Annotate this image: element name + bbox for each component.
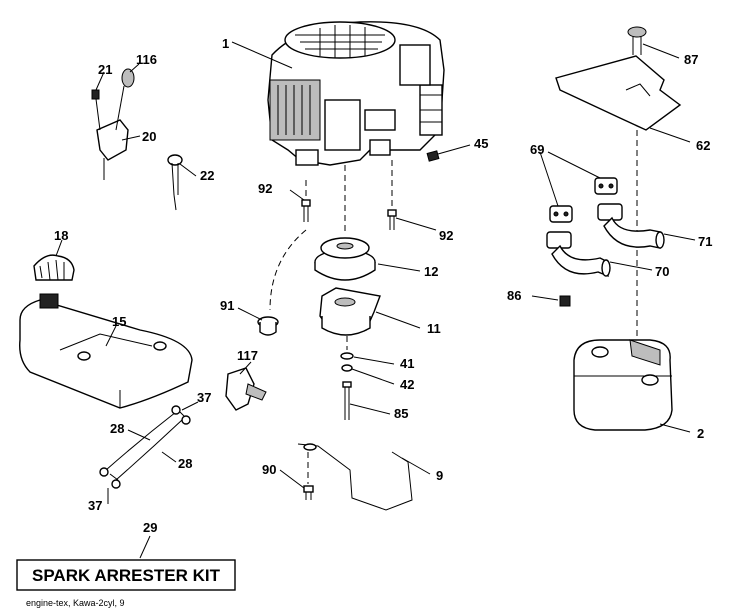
bolt-part-85: [342, 381, 352, 420]
leader-lines: [55, 41, 696, 559]
callout-62: 62: [696, 138, 710, 153]
callout-12: 12: [424, 264, 438, 279]
throttle-rod-part-9: [297, 443, 413, 511]
callout-90: 90: [262, 462, 276, 477]
bolt-part-87: [627, 26, 647, 340]
callout-85: 85: [394, 406, 408, 421]
callout-22: 22: [200, 168, 214, 183]
callout-37-top: 37: [197, 390, 211, 405]
bolt-part-92-right: [387, 209, 397, 230]
callout-28-right: 28: [178, 456, 192, 471]
callout-1: 1: [222, 36, 229, 51]
callout-42: 42: [400, 377, 414, 392]
exhaust-pipe-part-71: [597, 203, 665, 249]
callout-37-bottom: 37: [88, 498, 102, 513]
engine-part-1: [267, 21, 445, 166]
spark-arrester-kit-box: SPARK ARRESTER KIT: [16, 559, 236, 591]
pulley-part-12: [314, 237, 376, 281]
throttle-control-part-20: [91, 68, 135, 180]
callout-2: 2: [697, 426, 704, 441]
callout-9: 9: [436, 468, 443, 483]
bolt-part-92-left: [301, 199, 311, 222]
callout-91: 91: [220, 298, 234, 313]
callout-45: 45: [474, 136, 488, 151]
fuel-valve-part-117: [225, 367, 267, 411]
gasket-part-69: [549, 177, 618, 223]
fuel-cap-part-18: [33, 254, 75, 281]
bolt-part-90: [303, 485, 314, 500]
callout-15: 15: [112, 314, 126, 329]
muffler-part-2: [573, 339, 673, 431]
callout-69: 69: [530, 142, 544, 157]
callout-21: 21: [98, 62, 112, 77]
callout-29: 29: [143, 520, 157, 535]
callout-11: 11: [427, 321, 441, 336]
clutch-part-11: [319, 287, 381, 336]
callout-20: 20: [142, 129, 156, 144]
callout-116: 116: [136, 52, 157, 67]
clamp-part-37: [99, 405, 191, 489]
callout-117: 117: [237, 348, 258, 363]
fuel-tank-part-15: [19, 293, 193, 409]
callout-86: 86: [507, 288, 521, 303]
exhaust-pipe-part-70: [546, 231, 611, 278]
fuel-line-part-28: [105, 411, 187, 481]
nut-part-86: [531, 295, 571, 307]
callout-87: 87: [684, 52, 698, 67]
spark-arrester-kit-label: SPARK ARRESTER KIT: [32, 566, 221, 585]
callout-92-right: 92: [439, 228, 453, 243]
washer-part-42: [341, 364, 353, 372]
spacer-part-91: [257, 316, 279, 336]
bolt-part-45: [426, 144, 471, 162]
bolt-part-22: [167, 154, 183, 211]
callout-71: 71: [698, 234, 712, 249]
washer-part-41: [340, 352, 354, 360]
callout-41: 41: [400, 356, 414, 371]
callout-92-left: 92: [258, 181, 272, 196]
callout-28-left: 28: [110, 421, 124, 436]
callout-70: 70: [655, 264, 669, 279]
callout-18: 18: [54, 228, 68, 243]
diagram-caption: engine-tex, Kawa-2cyl, 9: [26, 598, 125, 608]
heat-shield-part-62: [555, 55, 682, 131]
